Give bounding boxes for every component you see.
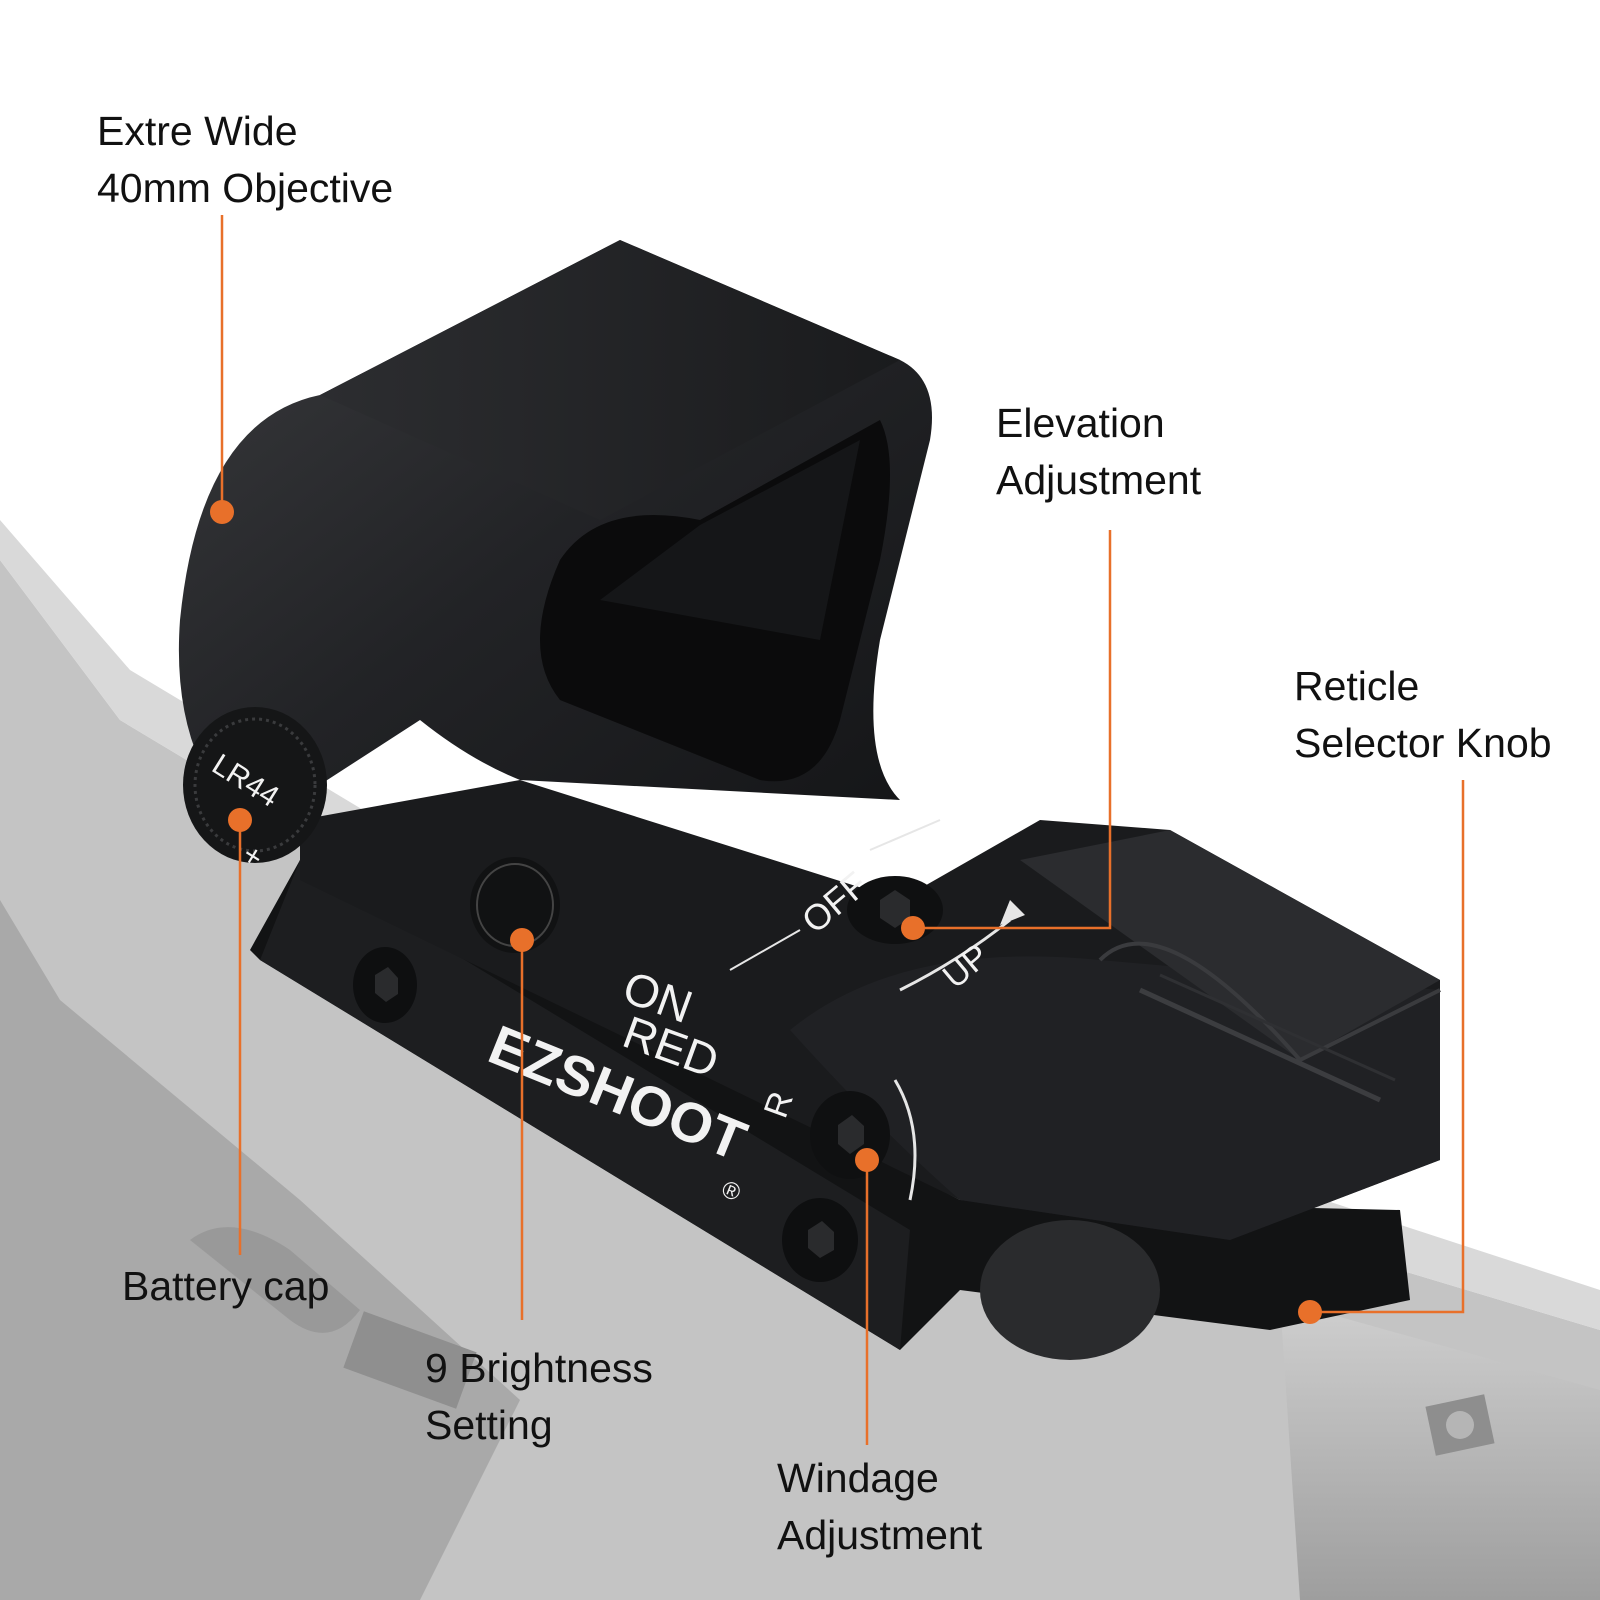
dot-elevation <box>901 916 925 940</box>
label-reticle: Reticle Selector Knob <box>1294 658 1552 772</box>
label-objective: Extre Wide 40mm Objective <box>97 103 393 217</box>
label-windage: Windage Adjustment <box>777 1450 982 1564</box>
label-battery-line-1: Battery cap <box>122 1263 330 1309</box>
dot-objective <box>210 500 234 524</box>
label-reticle-line-2: Selector Knob <box>1294 720 1552 766</box>
label-windage-line-1: Windage <box>777 1455 939 1501</box>
label-elevation-line-2: Adjustment <box>996 457 1202 503</box>
label-brightness: 9 Brightness Setting <box>425 1340 653 1454</box>
label-windage-line-2: Adjustment <box>777 1512 983 1558</box>
red-dot-sight <box>178 240 1441 1360</box>
label-brightness-line-1: 9 Brightness <box>425 1345 653 1391</box>
dot-windage <box>855 1148 879 1172</box>
label-battery: Battery cap <box>122 1258 329 1315</box>
label-elevation: Elevation Adjustment <box>996 395 1201 509</box>
label-objective-line-2: 40mm Objective <box>97 165 394 211</box>
dot-reticle <box>1298 1300 1322 1324</box>
leader-reticle <box>1310 780 1465 1314</box>
label-objective-line-1: Extre Wide <box>97 108 298 154</box>
dot-brightness <box>510 928 534 952</box>
dot-battery <box>228 808 252 832</box>
callout-dots <box>210 500 1322 1324</box>
leader-elevation <box>913 530 1112 930</box>
label-brightness-line-2: Setting <box>425 1402 553 1448</box>
label-reticle-line-1: Reticle <box>1294 663 1420 709</box>
leader-lines <box>220 215 1465 1445</box>
label-elevation-line-1: Elevation <box>996 400 1165 446</box>
